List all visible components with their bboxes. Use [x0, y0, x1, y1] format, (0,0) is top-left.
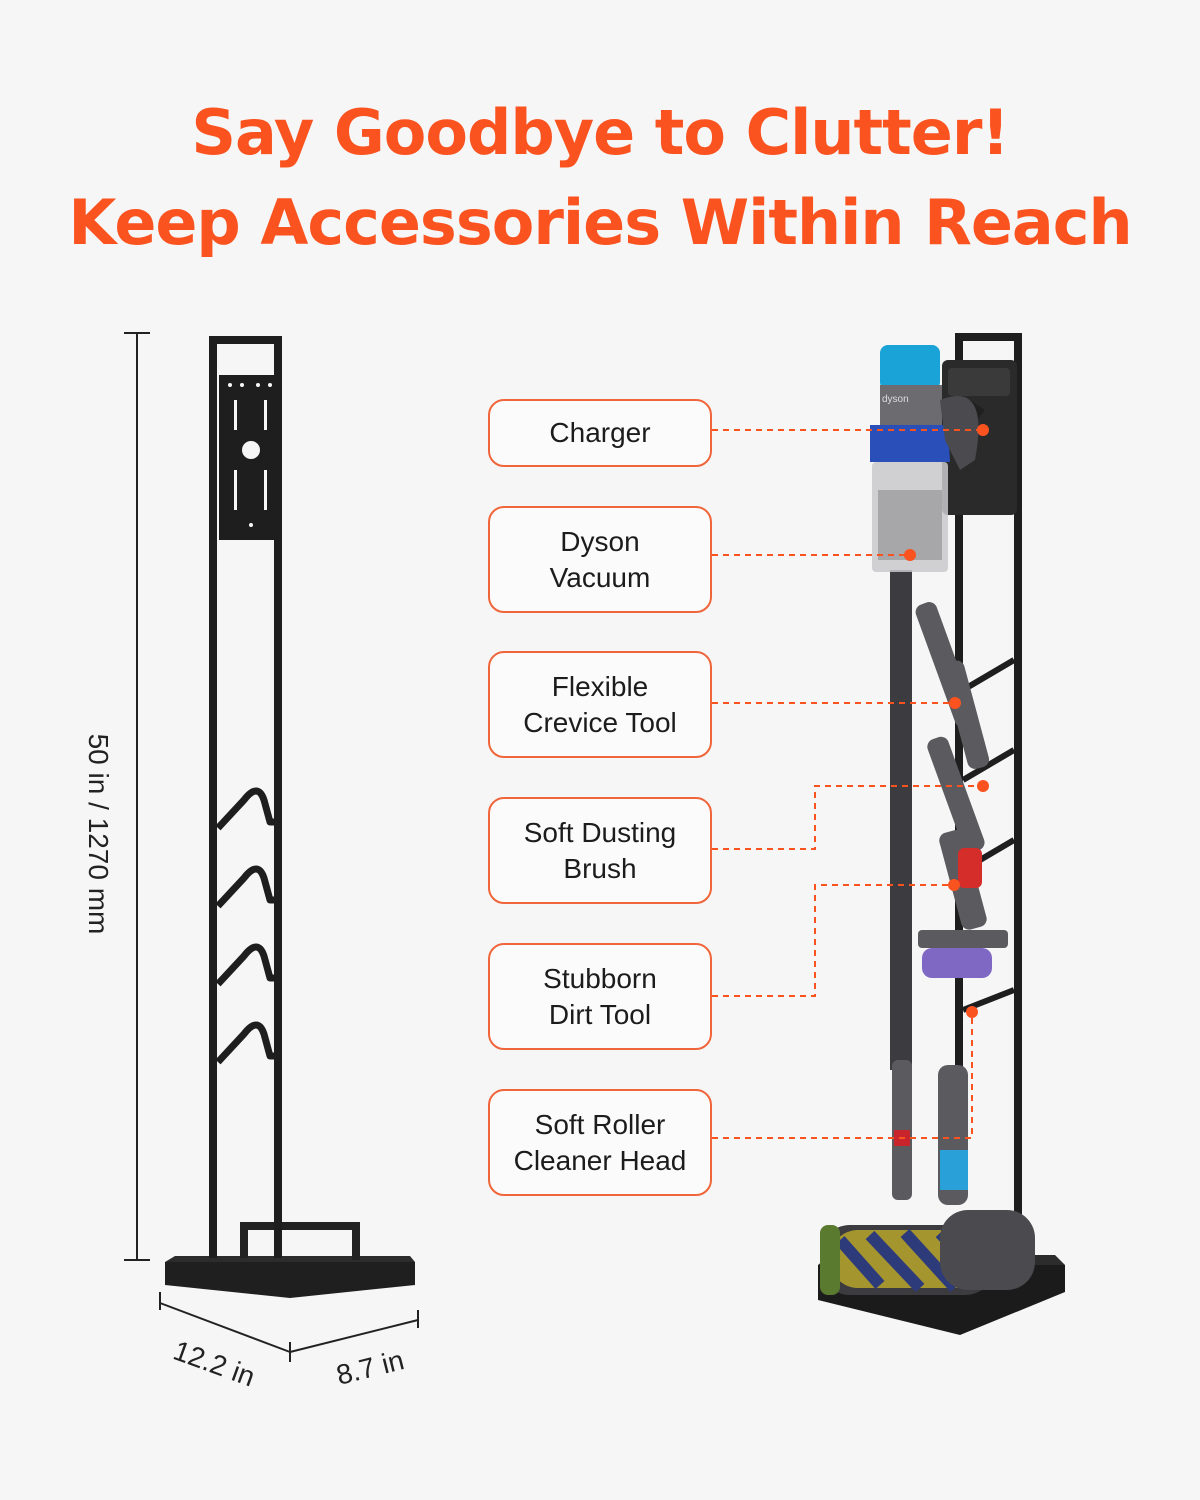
empty-stand	[124, 332, 419, 1362]
height-dimension-label: 50 in / 1270 mm	[83, 733, 114, 935]
label-soft-roller-cleaner-head: Soft Roller Cleaner Head	[488, 1089, 712, 1196]
loaded-stand: dyson	[818, 333, 1065, 1335]
label-flexible-crevice-tool: Flexible Crevice Tool	[488, 651, 712, 758]
label-soft-dusting-brush: Soft Dusting Brush	[488, 797, 712, 904]
headline-line-2: Keep Accessories Within Reach	[68, 186, 1132, 259]
callout-connectors	[712, 429, 983, 1139]
vacuum-brand-label: dyson	[882, 394, 909, 405]
height-dimension-line	[124, 332, 150, 1261]
label-stubborn-dirt-tool: Stubborn Dirt Tool	[488, 943, 712, 1050]
label-dyson-vacuum: Dyson Vacuum	[488, 506, 712, 613]
callout-dots	[904, 424, 989, 1018]
headline-line-1: Say Goodbye to Clutter!	[191, 96, 1009, 169]
base-dimension-lines	[159, 1292, 419, 1362]
label-charger: Charger	[488, 399, 712, 467]
